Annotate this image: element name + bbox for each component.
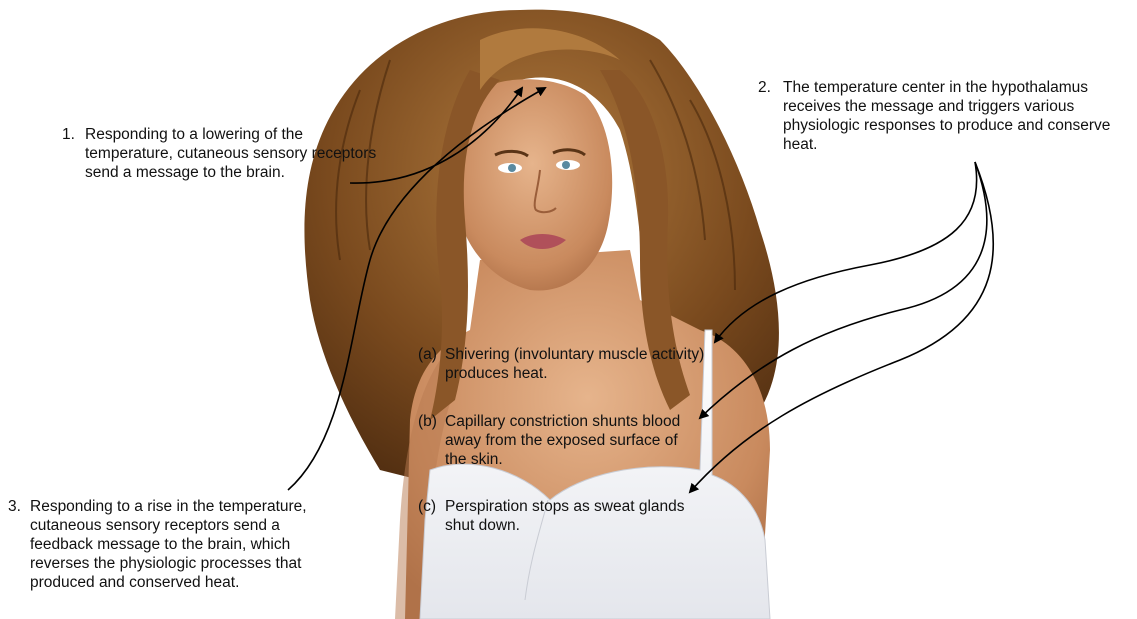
- response-c-label: (c) Perspiration stops as sweat glands s…: [418, 497, 738, 535]
- response-a-text: Shivering (involuntary muscle activity) …: [418, 345, 715, 383]
- step1-text: Responding to a lowering of the temperat…: [62, 125, 392, 182]
- step2-number: 2.: [758, 78, 771, 97]
- step3-text: Responding to a rise in the temperature,…: [8, 497, 338, 592]
- step1-label: 1. Responding to a lowering of the tempe…: [62, 125, 392, 182]
- response-a-label: (a) Shivering (involuntary muscle activi…: [418, 345, 738, 383]
- step1-number: 1.: [62, 125, 75, 144]
- step3-label: 3. Responding to a rise in the temperatu…: [8, 497, 338, 592]
- response-c-text: Perspiration stops as sweat glands shut …: [418, 497, 695, 535]
- step3-number: 3.: [8, 497, 21, 516]
- response-b-text: Capillary constriction shunts blood away…: [418, 412, 700, 469]
- response-a-letter: (a): [418, 345, 437, 364]
- response-b-letter: (b): [418, 412, 437, 431]
- response-b-label: (b) Capillary constriction shunts blood …: [418, 412, 738, 469]
- step2-text: The temperature center in the hypothalam…: [758, 78, 1128, 154]
- step2-label: 2. The temperature center in the hypotha…: [758, 78, 1128, 154]
- response-c-letter: (c): [418, 497, 436, 516]
